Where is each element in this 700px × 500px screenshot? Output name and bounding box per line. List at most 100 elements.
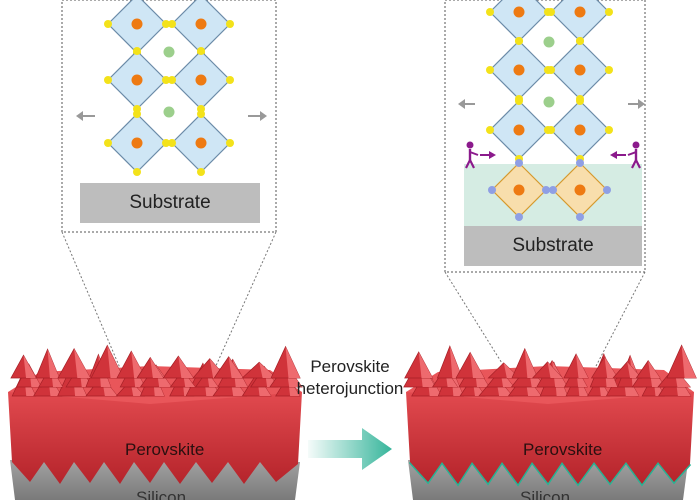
left-x-site-atom (197, 47, 205, 55)
right-x-site-atom (486, 66, 494, 74)
perovskite-spike-highlight (674, 367, 691, 387)
left-a-site-atom (163, 106, 175, 118)
right-x-site-atom (576, 97, 584, 105)
right-perovskite-side (406, 392, 694, 484)
interface-band (464, 164, 642, 226)
right-substrate-x-site-atom (549, 186, 557, 194)
right-strain-arrow-right (628, 99, 645, 109)
right-x-site-atom (515, 37, 523, 45)
left-strain-arrow-right (248, 111, 267, 121)
right-x-site-atom (486, 126, 494, 134)
right-projection-lines (444, 271, 646, 369)
perovskite-spike-highlight (178, 356, 194, 378)
left-x-site-atom (162, 76, 170, 84)
perovskite-spike-highlight (449, 346, 463, 378)
left-x-site-atom (133, 168, 141, 176)
right-substrate-x-site-atom (542, 186, 550, 194)
right-substrate-b-site-atom (574, 184, 586, 196)
perovskite-spike-highlight (547, 361, 563, 378)
perovskite-spike-highlight (228, 356, 244, 378)
right-perovskite-spikes (403, 344, 697, 397)
right-x-site-atom (576, 37, 584, 45)
perovskite-spike-highlight (259, 362, 277, 378)
left-x-site-atom (104, 139, 112, 147)
left-x-site-atom (168, 20, 176, 28)
center-label-line2: heterojunction (296, 379, 404, 398)
perovskite-spike-highlight (576, 354, 589, 378)
left-x-site-atom (226, 20, 234, 28)
right-substrate-x-site-atom (576, 213, 584, 221)
left-silicon-label: Silicon (136, 488, 187, 500)
right-inset (444, 0, 646, 273)
right-b-site-atom (513, 6, 525, 18)
left-b-site-atom (195, 18, 207, 30)
perovskite-spike-highlight (418, 352, 433, 378)
left-sample (8, 344, 303, 500)
left-substrate-label: Substrate (129, 192, 211, 213)
perovskite-spike-highlight (627, 361, 642, 378)
right-x-site-atom (605, 66, 613, 74)
pulling-figure-left-icon (465, 141, 496, 169)
right-x-site-atom (515, 97, 523, 105)
left-x-site-atom (162, 20, 170, 28)
perovskite-spike-highlight (206, 371, 219, 387)
perovskite-spike-highlight (156, 364, 172, 387)
right-b-site-atom (513, 124, 525, 136)
right-x-site-atom (605, 126, 613, 134)
pulling-figure-right-icon (610, 141, 641, 169)
right-substrate-b-site-atom (513, 184, 525, 196)
left-a-site-atom (163, 46, 175, 58)
transition-arrow (308, 428, 392, 470)
left-projection-lines (61, 231, 277, 369)
perovskite-spike-highlight (500, 369, 514, 387)
left-x-site-atom (226, 139, 234, 147)
perovskite-spike-highlight (130, 380, 145, 396)
right-x-site-atom (486, 8, 494, 16)
left-x-site-atom (162, 139, 170, 147)
right-substrate-x-site-atom (603, 186, 611, 194)
right-x-site-atom (605, 8, 613, 16)
perovskite-spike-highlight (470, 352, 485, 378)
left-x-site-atom (168, 139, 176, 147)
perovskite-spike-highlight (648, 360, 661, 378)
left-b-site-atom (131, 137, 143, 149)
right-sample (403, 344, 697, 500)
center-label-line1: Perovskite (310, 357, 390, 376)
perovskite-spike-highlight (209, 358, 227, 378)
right-a-site-atom (543, 36, 555, 48)
left-lattice (104, 0, 234, 176)
left-x-site-atom (226, 76, 234, 84)
perovskite-spike-highlight (47, 349, 60, 378)
right-x-site-atom (547, 8, 555, 16)
right-b-site-atom (574, 6, 586, 18)
left-x-site-atom (104, 20, 112, 28)
right-substrate (464, 226, 642, 266)
right-substrate-x-site-atom (515, 213, 523, 221)
left-x-site-atom (133, 110, 141, 118)
left-b-site-atom (131, 18, 143, 30)
right-silicon-label: Silicon (520, 488, 571, 500)
left-x-site-atom (133, 47, 141, 55)
left-x-site-atom (197, 168, 205, 176)
perovskite-spike-highlight (23, 355, 37, 378)
perovskite-spike-highlight (150, 357, 164, 378)
right-strain-arrow-left (458, 99, 475, 109)
perovskite-spike-highlight (98, 354, 111, 387)
left-x-site-atom (168, 76, 176, 84)
left-strain-arrow-left (76, 111, 95, 121)
right-a-site-atom (543, 96, 555, 108)
right-x-site-atom (547, 126, 555, 134)
perovskite-spike-highlight (74, 348, 91, 378)
left-x-site-atom (104, 76, 112, 84)
perovskite-spike-highlight (285, 346, 301, 378)
right-b-site-atom (574, 64, 586, 76)
right-substrate-x-site-atom (515, 159, 523, 167)
left-substrate (80, 183, 260, 223)
perovskite-spike-highlight (524, 348, 538, 378)
perovskite-spike-highlight (604, 356, 618, 378)
left-perovskite-label: Perovskite (125, 440, 205, 459)
right-b-site-atom (574, 124, 586, 136)
right-substrate-x-site-atom (488, 186, 496, 194)
left-inset (61, 0, 277, 233)
